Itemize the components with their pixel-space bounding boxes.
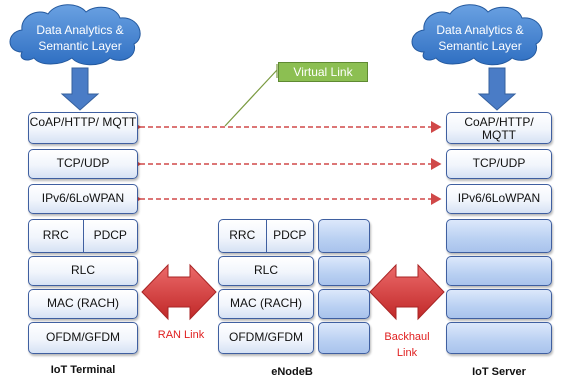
enodeb-pdcp-cell: PDCP	[265, 220, 314, 252]
server-caption: IoT Server	[472, 366, 526, 378]
enodeb-backhaul-layer-3	[318, 289, 370, 319]
enodeb-caption: eNodeB	[271, 366, 313, 378]
terminal-caption: IoT Terminal	[50, 364, 116, 376]
server-tcp-layer: TCP/UDP	[446, 149, 552, 179]
enodeb-ofdm-layer: OFDM/GFDM	[218, 322, 314, 354]
cloud-left-shape	[9, 4, 141, 66]
server-layer-5	[446, 256, 552, 286]
terminal-rrc-pdcp-layer: RRC PDCP	[28, 219, 138, 253]
terminal-mac-layer: MAC (RACH)	[28, 289, 138, 319]
backhaul-link-arrow	[369, 263, 445, 321]
terminal-rrc-cell: RRC	[42, 228, 69, 243]
terminal-pdcp-cell: PDCP	[82, 220, 138, 252]
server-layer-7	[446, 322, 552, 354]
backhaul-link-label: Backhaul Link	[384, 331, 430, 359]
cloud-left-label: Data Analytics & Semantic Layer	[36, 23, 124, 54]
terminal-ipv6-layer: IPv6/6LoWPAN	[28, 184, 138, 214]
server-ipv6-layer: IPv6/6LoWPAN	[446, 184, 552, 214]
cloud-right-shape	[411, 4, 543, 66]
server-layer-4	[446, 219, 552, 253]
terminal-rlc-layer: RLC	[28, 256, 138, 286]
enodeb-mac-layer: MAC (RACH)	[218, 289, 314, 319]
terminal-ofdm-layer: OFDM/GFDM	[28, 322, 138, 354]
ran-link-label: RAN Link	[157, 329, 205, 341]
terminal-coap-layer: CoAP/HTTP/ MQTT	[28, 112, 138, 144]
enodeb-rrc-pdcp-layer: RRC PDCP	[218, 219, 314, 253]
down-arrow-left	[60, 67, 100, 111]
server-coap-layer: CoAP/HTTP/ MQTT	[446, 112, 552, 144]
server-layer-6	[446, 289, 552, 319]
enodeb-backhaul-layer-2	[318, 256, 370, 286]
terminal-tcp-layer: TCP/UDP	[28, 149, 138, 179]
virtual-link-label: Virtual Link	[278, 62, 368, 82]
peer-link-arrows	[131, 121, 442, 205]
enodeb-rrc-cell: RRC	[229, 228, 256, 243]
enodeb-backhaul-layer-1	[318, 219, 370, 253]
virtual-link-pointer	[224, 69, 278, 127]
down-arrow-right	[477, 67, 517, 111]
enodeb-backhaul-layer-4	[318, 322, 370, 354]
cloud-right-label: Data Analytics & Semantic Layer	[436, 23, 524, 54]
enodeb-rlc-layer: RLC	[218, 256, 314, 286]
ran-link-arrow	[141, 263, 217, 321]
